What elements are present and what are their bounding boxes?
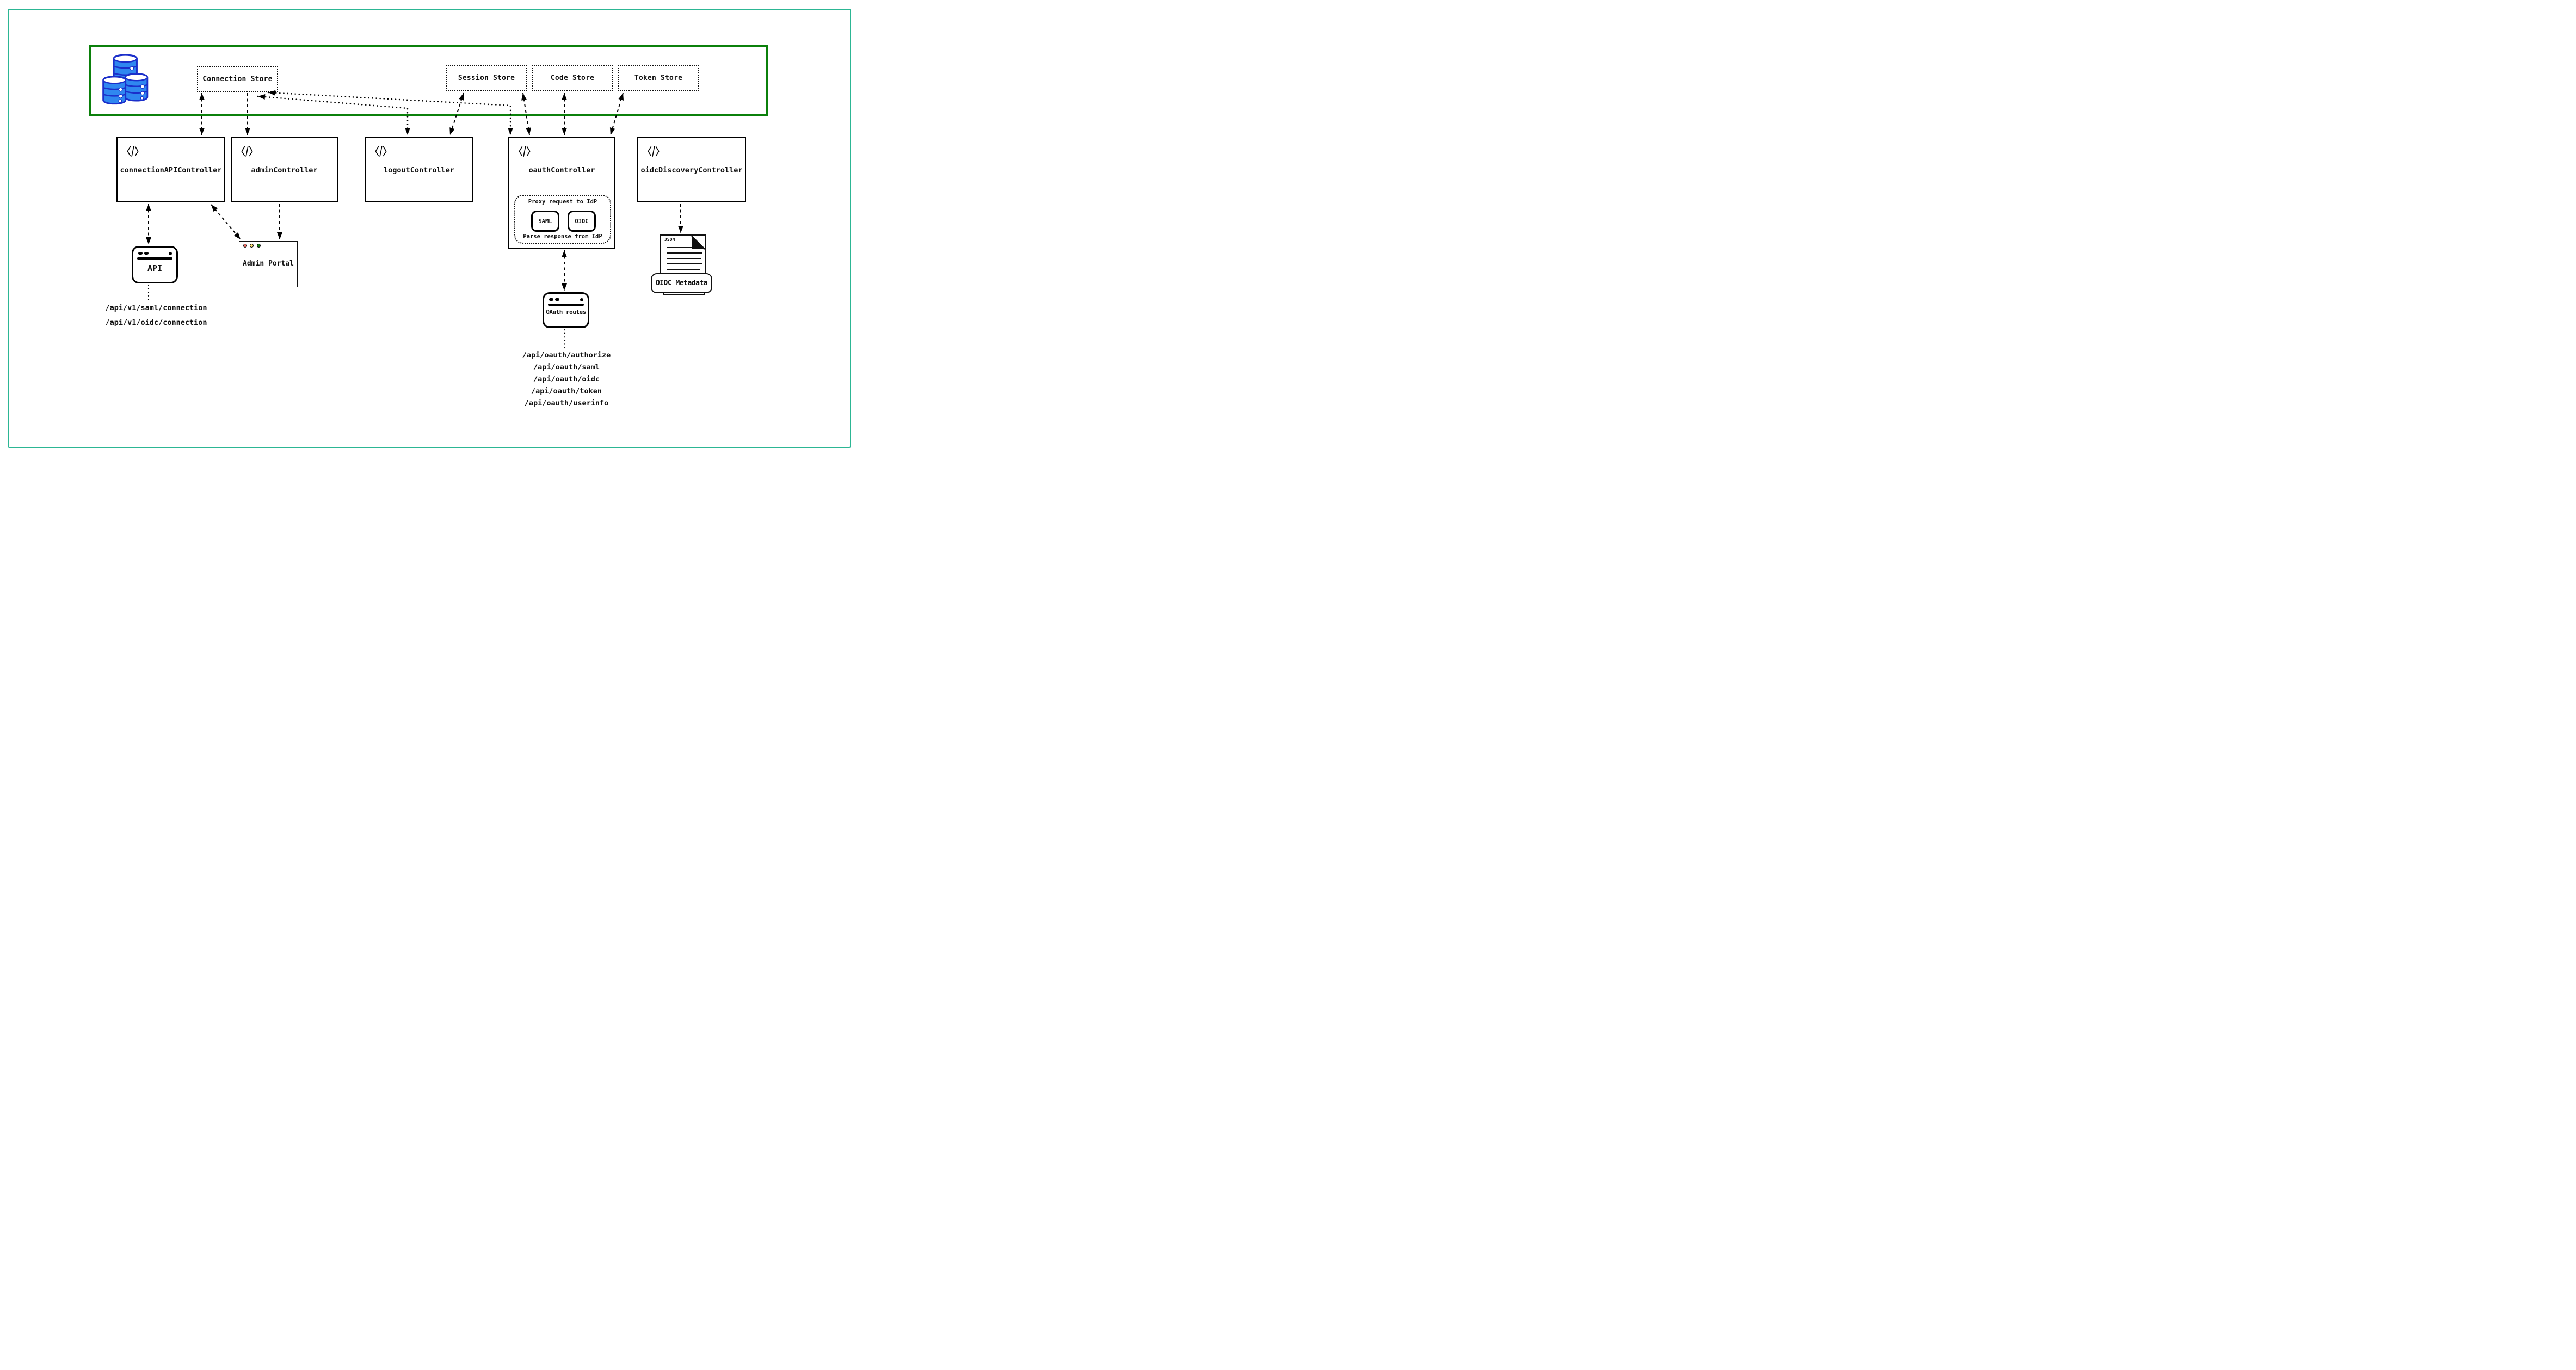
document-text-line (667, 258, 701, 259)
document-text-line (667, 263, 702, 264)
close-traffic-light-icon (243, 243, 247, 248)
architecture-diagram: Connection Store Session Store Code Stor… (0, 0, 859, 456)
route-path: /api/oauth/oidc (533, 375, 600, 384)
oidc-metadata-doc: JSON OIDC Metadata (649, 233, 714, 305)
route-path: /api/oauth/authorize (522, 351, 611, 360)
controller-label: adminController (251, 166, 318, 175)
window-toolbar (137, 257, 172, 260)
controller-label: oauthController (528, 166, 595, 175)
window-control-dot (144, 252, 149, 255)
oidc-metadata-label: OIDC Metadata (655, 279, 708, 287)
minimize-traffic-light-icon (250, 243, 254, 248)
store-label: Session Store (458, 74, 515, 82)
route-path: /api/v1/oidc/connection (105, 318, 207, 327)
window-control-dot (169, 252, 172, 255)
code-icon (241, 145, 253, 157)
saml-protocol-box: SAML (531, 211, 559, 232)
document-text-line (667, 252, 702, 254)
page-fold-icon (691, 234, 706, 250)
document-text-line (667, 269, 700, 270)
code-icon (519, 145, 531, 157)
admin-portal-label: Admin Portal (243, 260, 294, 268)
idp-proxy-footer: Parse response from IdP (523, 233, 602, 240)
page-border (8, 9, 851, 448)
admin-portal-window: Admin Portal (239, 241, 298, 287)
oidc-metadata-banner: OIDC Metadata (651, 273, 712, 293)
store-label: Token Store (634, 74, 683, 82)
idp-proxy-box: Proxy request to IdP SAML OIDC Parse res… (514, 195, 611, 244)
route-path: /api/oauth/token (531, 387, 602, 396)
window-toolbar (548, 304, 584, 306)
code-icon (375, 145, 387, 157)
window-control-dot (555, 298, 559, 301)
window-control-dot (580, 298, 583, 301)
connection-api-routes: /api/v1/saml/connection /api/v1/oidc/con… (91, 304, 221, 331)
document-text-line (667, 247, 698, 248)
oauth-routes-window-label: OAuth routes (546, 308, 586, 316)
maximize-traffic-light-icon (257, 243, 261, 248)
oidc-protocol-box: OIDC (568, 211, 596, 232)
logout-controller: logoutController (365, 137, 473, 202)
session-store: Session Store (446, 65, 527, 91)
controller-label: oidcDiscoveryController (640, 166, 743, 175)
route-path: /api/oauth/saml (533, 363, 600, 372)
connection-api-controller: connectionAPIController (116, 137, 225, 202)
controller-label: logoutController (383, 166, 455, 175)
window-control-dot (549, 298, 553, 301)
token-store: Token Store (618, 65, 699, 91)
browser-titlebar (239, 242, 297, 249)
oidc-discovery-controller: oidcDiscoveryController (637, 137, 746, 202)
api-window-label: API (147, 263, 163, 273)
protocol-label: SAML (538, 218, 552, 225)
controller-label: connectionAPIController (120, 166, 222, 175)
route-path: /api/oauth/userinfo (524, 399, 609, 408)
oauth-routes-list: /api/oauth/authorize /api/oauth/saml /ap… (501, 351, 632, 414)
code-icon (648, 145, 660, 157)
route-path: /api/v1/saml/connection (105, 304, 207, 312)
admin-controller: adminController (231, 137, 338, 202)
file-type-label: JSON (664, 237, 675, 242)
idp-proxy-title: Proxy request to IdP (528, 199, 597, 205)
oauth-controller: oauthController Proxy request to IdP SAM… (508, 137, 615, 249)
store-label: Code Store (550, 74, 595, 82)
window-control-dot (138, 252, 143, 255)
api-window-icon: API (132, 246, 178, 283)
code-store: Code Store (532, 65, 613, 91)
database-icon (102, 54, 149, 105)
store-label: Connection Store (202, 75, 273, 83)
code-icon (127, 145, 139, 157)
protocol-label: OIDC (575, 218, 589, 225)
connection-store: Connection Store (197, 66, 278, 92)
oauth-routes-window-icon: OAuth routes (543, 292, 589, 328)
